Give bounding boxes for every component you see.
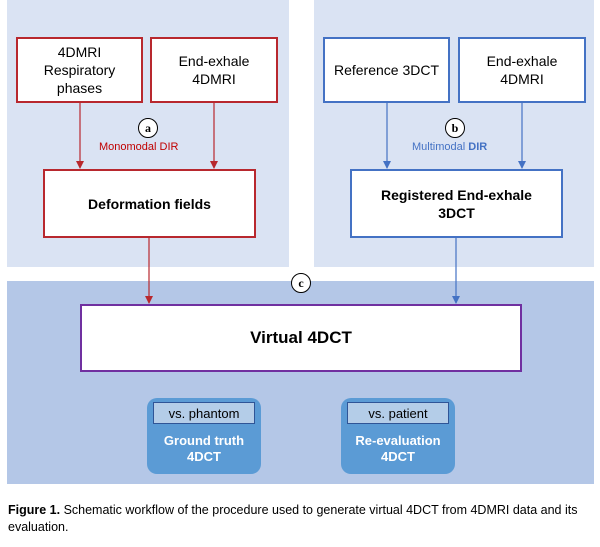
re-evaluation-label: Re-evaluation 4DCT (355, 433, 441, 464)
ground-truth-label: Ground truth 4DCT (163, 433, 245, 464)
multimodal-dir-label: Multimodal DIR (412, 141, 487, 153)
box-end-exhale-4dmri-a: End-exhale 4DMRI (150, 37, 278, 103)
box-4dmri-respiratory-phases: 4DMRI Respiratory phases (16, 37, 143, 103)
marker-a-label: a (145, 120, 151, 135)
virtual-4dct-label: Virtual 4DCT (250, 328, 352, 347)
vs-patient-label: vs. patient (368, 405, 428, 421)
eval-vs-phantom: vs. phantom (153, 402, 255, 424)
eval-ground-truth: vs. phantom Ground truth 4DCT (147, 398, 261, 474)
marker-c-label: c (298, 275, 304, 290)
eval-ground-truth-label-wrap: Ground truth 4DCT (147, 428, 261, 470)
box-end-exhale-label-b: End-exhale 4DMRI (486, 53, 558, 87)
monomodal-dir-text: Monomodal DIR (99, 141, 179, 153)
marker-b: b (445, 118, 465, 138)
box-virtual-4dct: Virtual 4DCT (80, 304, 522, 372)
marker-b-label: b (451, 120, 459, 135)
caption-label: Figure 1. (8, 503, 61, 517)
eval-vs-patient: vs. patient (347, 402, 449, 424)
registered-3dct-label: Registered End-exhale 3DCT (381, 186, 532, 221)
box-end-exhale-label-a: End-exhale 4DMRI (178, 53, 250, 87)
box-4dmri-label: 4DMRI Respiratory phases (43, 44, 116, 96)
box-reference-3dct: Reference 3DCT (323, 37, 450, 103)
monomodal-dir-label: Monomodal DIR (99, 141, 178, 153)
figure-caption: Figure 1. Schematic workflow of the proc… (8, 502, 594, 536)
marker-c: c (291, 273, 311, 293)
reference-3dct-label: Reference 3DCT (333, 62, 440, 78)
multimodal-dir-bold: DIR (468, 141, 488, 153)
box-registered-end-exhale-3dct: Registered End-exhale 3DCT (350, 169, 563, 238)
eval-re-evaluation: vs. patient Re-evaluation 4DCT (341, 398, 455, 474)
marker-a: a (138, 118, 158, 138)
box-deformation-fields: Deformation fields (43, 169, 256, 238)
caption-text: Schematic workflow of the procedure used… (8, 503, 578, 534)
box-end-exhale-4dmri-b: End-exhale 4DMRI (458, 37, 586, 103)
vs-phantom-label: vs. phantom (168, 405, 240, 421)
eval-re-evaluation-label-wrap: Re-evaluation 4DCT (341, 428, 455, 470)
multimodal-text: Multimodal (412, 141, 466, 153)
deformation-fields-label: Deformation fields (88, 195, 211, 212)
